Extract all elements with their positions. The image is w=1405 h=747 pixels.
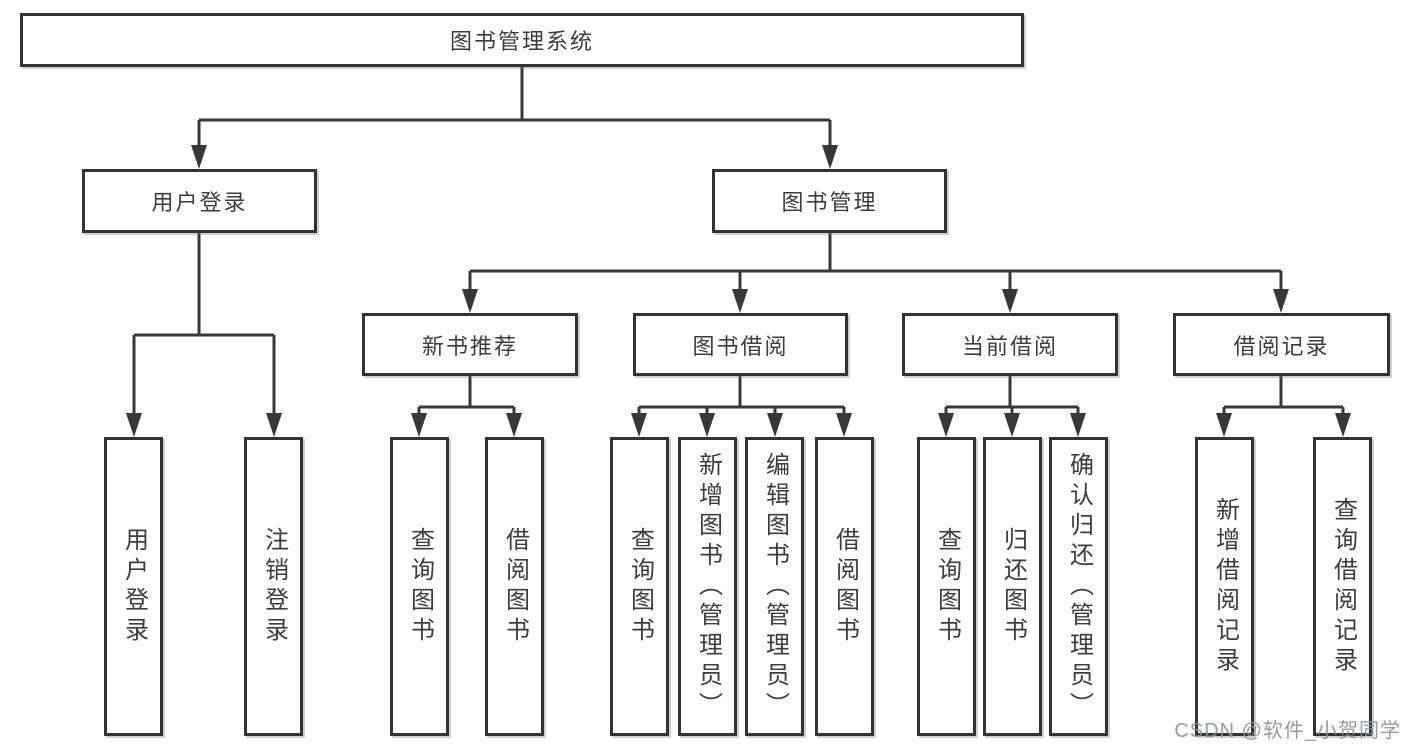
leaf-label: 查询图书 — [626, 526, 654, 647]
leaf-label: 归还图书 — [999, 526, 1027, 647]
leaf-borrow-books: 借阅图书 — [815, 437, 874, 736]
csdn-watermark: CSDN @软件_小贺同学 — [1174, 720, 1401, 742]
node-book-borrow: 图书借阅 — [633, 313, 848, 376]
leaf-label: 新增借阅记录 — [1211, 496, 1239, 677]
leaf-label: 注销登录 — [260, 526, 288, 647]
leaf-return-books: 归还图书 — [983, 437, 1042, 736]
node-label: 借阅记录 — [1233, 333, 1330, 359]
node-borrow-records: 借阅记录 — [1173, 313, 1390, 376]
leaf-label: 查询借阅记录 — [1329, 496, 1357, 677]
leaf-label: 借阅图书 — [831, 526, 859, 647]
leaf-user-login: 用户登录 — [104, 437, 163, 736]
leaf-label: 用户登录 — [120, 526, 148, 647]
leaf-label: 借阅图书 — [501, 526, 529, 647]
node-label: 用户登录 — [151, 190, 248, 215]
leaf-add-books-admin: 新增图书（管理员） — [678, 437, 737, 736]
leaf-current-query-books: 查询图书 — [917, 437, 976, 736]
leaf-borrow-query-books: 查询图书 — [610, 437, 669, 736]
leaf-recommend-borrow-books: 借阅图书 — [485, 437, 544, 736]
leaf-query-borrow-record: 查询借阅记录 — [1313, 437, 1372, 736]
node-label: 当前借阅 — [961, 333, 1058, 359]
leaf-recommend-query-books: 查询图书 — [390, 437, 449, 736]
node-label: 新书推荐 — [421, 333, 518, 359]
node-label: 图书管理系统 — [449, 29, 594, 54]
leaf-label: 新增图书（管理员） — [694, 451, 722, 722]
leaf-confirm-return-admin: 确认归还（管理员） — [1049, 437, 1108, 736]
node-label: 图书管理 — [781, 190, 878, 215]
leaf-logout: 注销登录 — [244, 437, 303, 736]
leaf-add-borrow-record: 新增借阅记录 — [1195, 437, 1254, 736]
leaf-label: 编辑图书（管理员） — [761, 451, 789, 722]
arrowheads — [126, 145, 1351, 437]
node-user-login: 用户登录 — [82, 169, 317, 233]
node-new-book-recommend: 新书推荐 — [362, 313, 578, 376]
node-label: 图书借阅 — [692, 333, 789, 359]
node-book-management: 图书管理 — [712, 169, 947, 233]
leaf-label: 查询图书 — [933, 526, 961, 647]
node-library-management-system: 图书管理系统 — [20, 13, 1024, 67]
leaf-edit-books-admin: 编辑图书（管理员） — [745, 437, 804, 736]
leaf-label: 确认归还（管理员） — [1065, 451, 1093, 722]
node-current-borrow: 当前借阅 — [902, 313, 1118, 376]
leaf-label: 查询图书 — [406, 526, 434, 647]
